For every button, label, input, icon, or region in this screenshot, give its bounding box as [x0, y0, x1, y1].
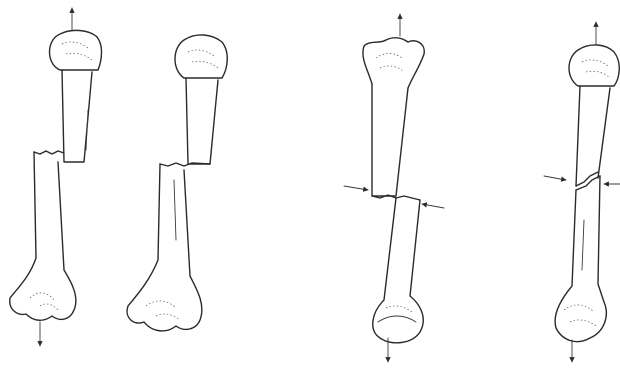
bone-2-aligned [127, 35, 227, 331]
fracture-line [34, 151, 64, 154]
arrow-right-icon [544, 176, 566, 180]
bone-head [175, 35, 227, 78]
arrow-left-icon [422, 204, 444, 208]
lower-shaft [10, 152, 76, 320]
bone-head [378, 316, 416, 322]
lower-shaft [555, 176, 606, 342]
bone-4-oblique [544, 22, 620, 362]
bone-head [50, 30, 102, 70]
bone-top-end [363, 38, 424, 88]
bone-1-displaced [10, 8, 102, 346]
upper-shaft [372, 84, 408, 196]
upper-shaft [186, 78, 218, 164]
bone-3-offset [344, 14, 444, 362]
lower-shaft [373, 198, 424, 343]
upper-shaft [576, 86, 610, 186]
arrow-right-icon [344, 186, 368, 190]
lower-shaft [127, 164, 202, 331]
fracture-line [576, 172, 600, 190]
bone-head [569, 45, 619, 86]
